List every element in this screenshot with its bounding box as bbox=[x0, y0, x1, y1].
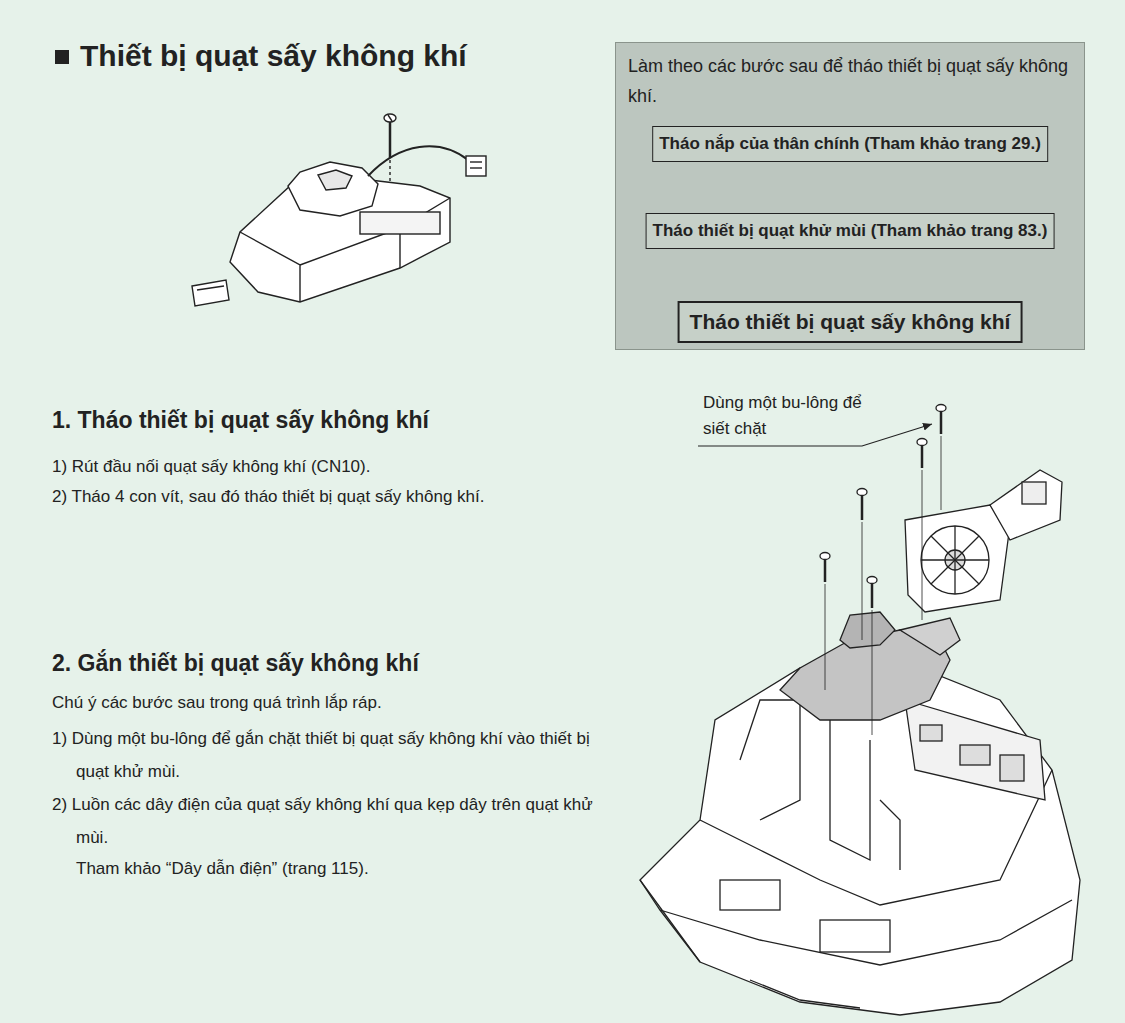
title-bullet bbox=[55, 50, 69, 64]
step-text: 1) Dùng một bu-lông để gắn chặt thiết bị… bbox=[52, 722, 621, 788]
fan-unit-drawing bbox=[192, 114, 486, 306]
box-text: Làm theo các bước sau để tháo thiết bị q… bbox=[628, 51, 1072, 111]
section-heading: 1. Tháo thiết bị quạt sấy không khí bbox=[52, 403, 612, 437]
step-text: 1) Rút đầu nối quạt sấy không khí (CN10)… bbox=[52, 452, 632, 482]
reference-text: Tham khảo “Dây dẫn điện” (trang 115). bbox=[76, 854, 616, 884]
step-text: 2) Tháo 4 con vít, sau đó tháo thiết bị … bbox=[52, 482, 642, 512]
section-heading: 2. Gắn thiết bị quạt sấy không khí bbox=[52, 646, 612, 680]
box-text: Tháo nắp của thân chính (Tham khảo trang… bbox=[659, 132, 1041, 156]
box-text: Tháo thiết bị quạt sấy không khí bbox=[690, 309, 1011, 335]
step-box: Tháo nắp của thân chính (Tham khảo trang… bbox=[652, 126, 1048, 162]
assembly-drawing bbox=[640, 405, 1080, 1016]
step-box: Tháo thiết bị quạt khử mùi (Tham khảo tr… bbox=[646, 213, 1055, 249]
step-text: 2) Luồn các dây điện của quạt sấy không … bbox=[52, 788, 621, 854]
step-box: Tháo thiết bị quạt sấy không khí bbox=[678, 301, 1023, 343]
instruction-panel: Làm theo các bước sau để tháo thiết bị q… bbox=[615, 42, 1085, 350]
box-text: Tháo thiết bị quạt khử mùi (Tham khảo tr… bbox=[653, 219, 1048, 243]
page-title: Thiết bị quạt sấy không khí bbox=[80, 36, 467, 76]
callout-text: Dùng một bu-lông để siết chặt bbox=[703, 390, 873, 442]
note-text: Chú ý các bước sau trong quá trình lắp r… bbox=[52, 688, 612, 718]
